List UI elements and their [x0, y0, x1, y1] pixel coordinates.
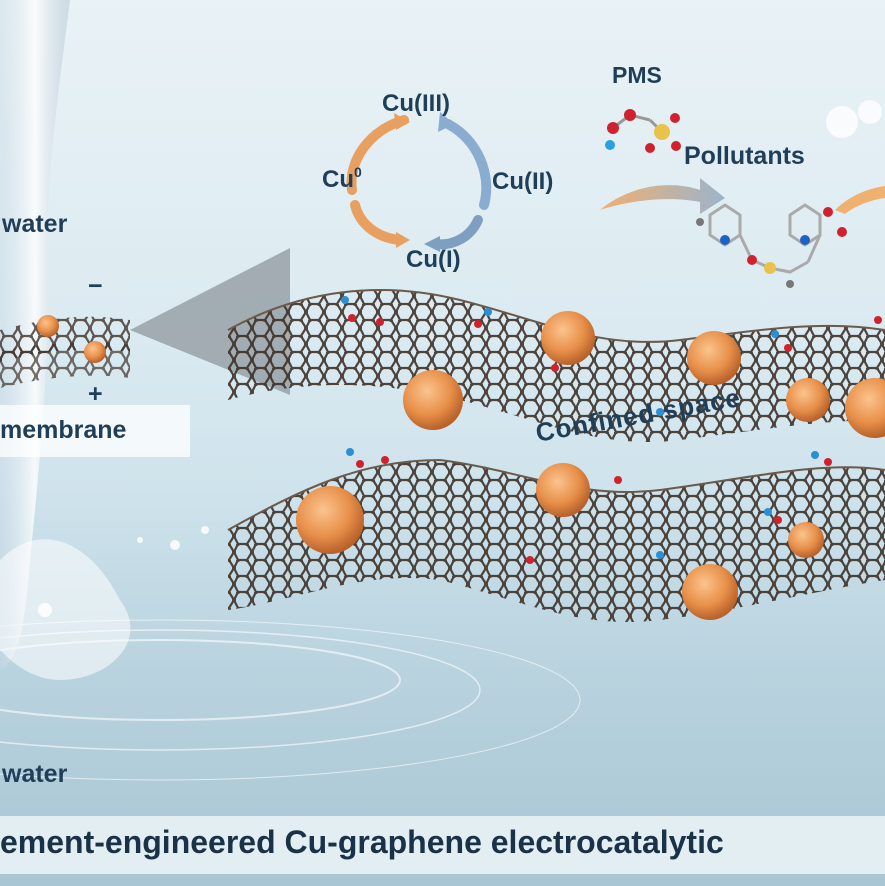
cu-iii-label: Cu(III) — [382, 90, 450, 117]
bubbles — [826, 100, 882, 138]
plus-sign: + — [88, 380, 103, 408]
pms-label: PMS — [612, 62, 662, 88]
pollutant-molecules — [696, 203, 847, 288]
membrane-label: membrane — [0, 416, 127, 444]
droplets — [38, 526, 209, 617]
figure-title: ement-engineered Cu-graphene electrocata… — [0, 824, 724, 860]
cu-0-label: Cu0 — [322, 164, 362, 194]
cu-0-base: Cu — [322, 166, 354, 193]
redox-cycle-arrows — [346, 112, 492, 252]
cu-0-superscript: 0 — [354, 164, 362, 180]
water-surface — [0, 619, 581, 781]
small-membrane — [0, 315, 130, 388]
reaction-arrow — [600, 178, 885, 214]
cu-i-label: Cu(I) — [406, 246, 461, 273]
cu-nanoparticles — [296, 311, 885, 620]
title-bar: ement-engineered Cu-graphene electrocata… — [0, 816, 885, 874]
water-top-label: water — [2, 210, 68, 238]
cu-ii-label: Cu(II) — [492, 168, 554, 195]
pollutants-label: Pollutants — [684, 142, 805, 170]
pms-molecule — [605, 109, 681, 153]
splash — [0, 539, 131, 680]
functional-groups — [341, 296, 882, 564]
minus-sign: − — [88, 272, 103, 300]
membrane-label-box — [0, 405, 190, 457]
water-bottom-label: water — [2, 760, 68, 788]
